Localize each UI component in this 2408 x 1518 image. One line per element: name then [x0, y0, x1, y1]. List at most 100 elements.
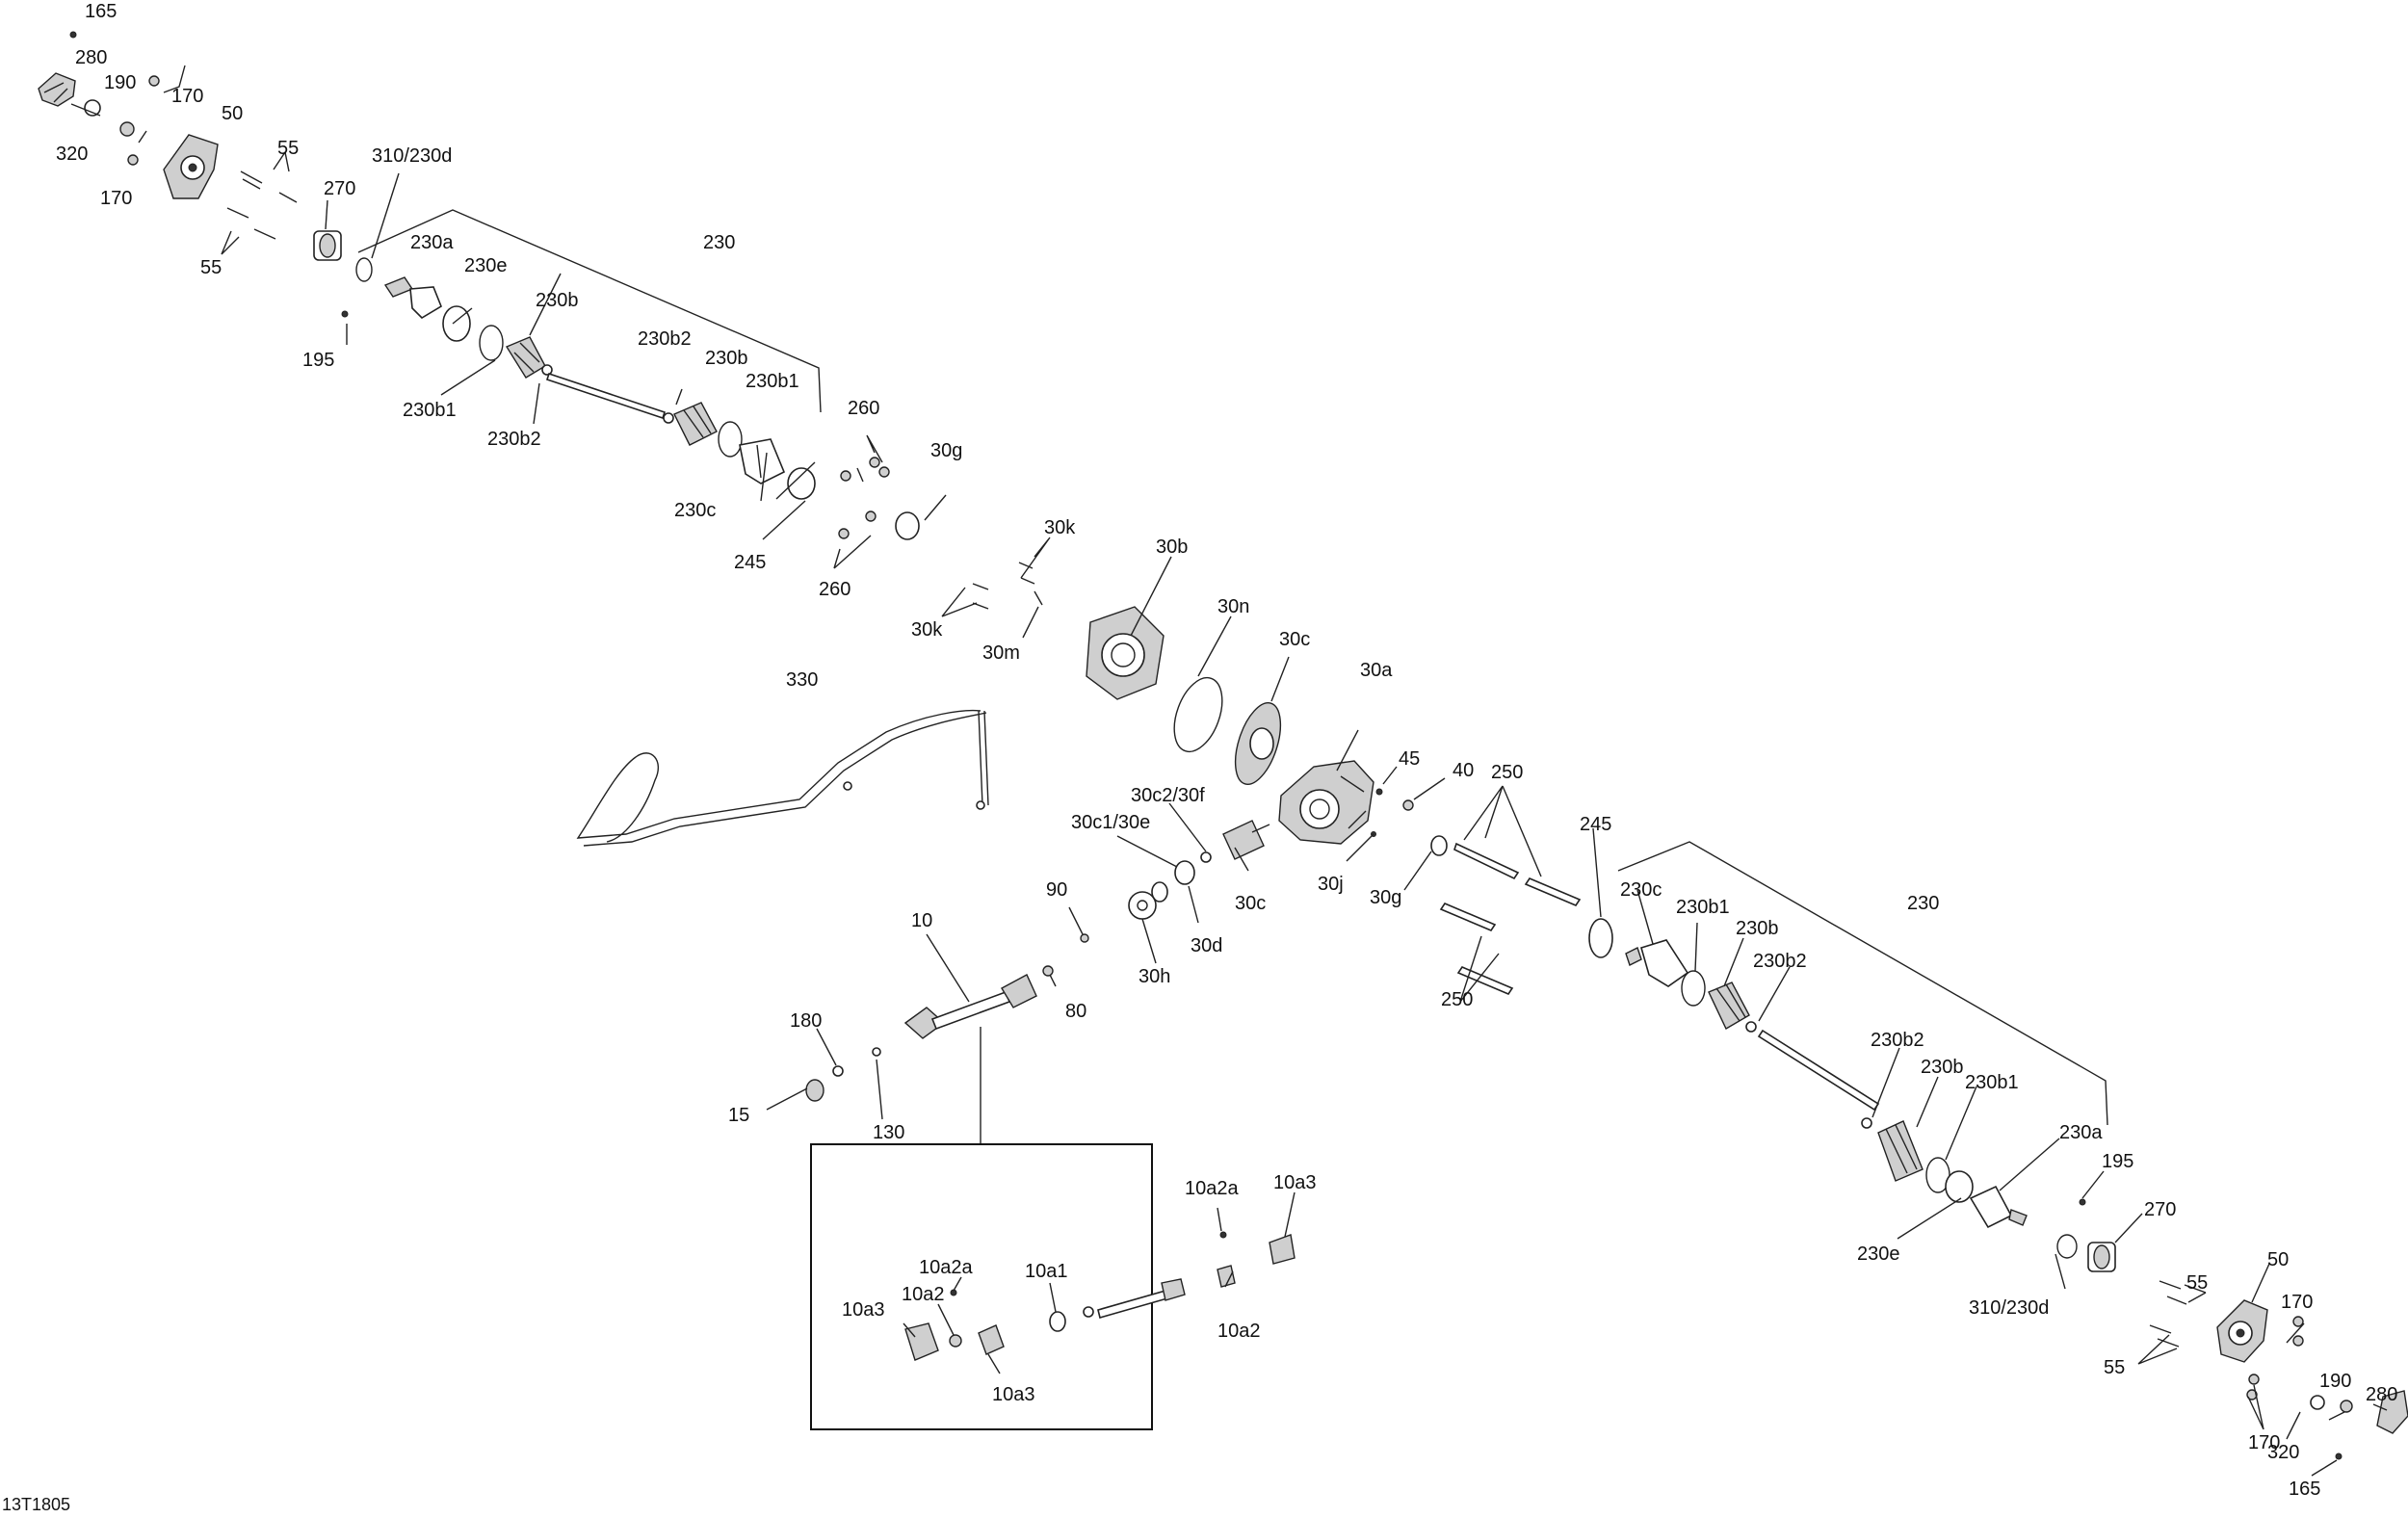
callout-170: 170	[100, 188, 132, 209]
callout-30k: 30k	[1044, 517, 1076, 538]
callout-250: 250	[1441, 989, 1473, 1010]
pinion-30c	[1222, 820, 1270, 860]
callout-230b1: 230b1	[403, 400, 457, 421]
callout-230b2: 230b2	[487, 429, 541, 450]
diagram-id: 13T1805	[2, 1495, 70, 1514]
inset-callout-10a2a: 10a2a	[919, 1257, 973, 1278]
callout-40: 40	[1453, 760, 1474, 781]
callout-30g: 30g	[1370, 887, 1401, 908]
callout-30c2-30f: 30c2/30f	[1131, 785, 1205, 806]
callout-270: 270	[2144, 1199, 2176, 1220]
callout-230b: 230b	[536, 290, 579, 311]
hub-cap-280-left	[38, 72, 76, 107]
prop-shaft-10	[805, 965, 1054, 1144]
callout-30c: 30c	[1235, 893, 1266, 914]
callout-260: 260	[848, 398, 879, 419]
wheel-hub-50-right	[2216, 1299, 2268, 1363]
callout-130: 130	[873, 1122, 904, 1143]
callout-10: 10	[911, 910, 932, 931]
callout-230a: 230a	[410, 232, 454, 253]
callout-280: 280	[75, 47, 107, 68]
bracket-230-left	[357, 209, 822, 413]
callout-230e: 230e	[1857, 1243, 1900, 1265]
callout-310-230d: 310/230d	[1969, 1297, 2049, 1319]
inset-callout-10a2a: 10a2a	[1185, 1178, 1239, 1199]
callout-30b: 30b	[1156, 537, 1188, 558]
callout-230c: 230c	[1620, 879, 1662, 901]
right-drive-shaft-230	[1588, 918, 2086, 1259]
callout-45: 45	[1399, 748, 1420, 770]
callout-195: 195	[2102, 1151, 2133, 1172]
inset-callout-10a2: 10a2	[902, 1284, 945, 1305]
callout-330: 330	[786, 669, 818, 691]
inset-callout-10a2: 10a2	[1217, 1321, 1261, 1342]
callout-30a: 30a	[1360, 660, 1393, 681]
callout-230b2: 230b2	[638, 328, 692, 350]
breather-hose-330	[576, 709, 989, 847]
callout-230a: 230a	[2059, 1122, 2103, 1143]
callout-190: 190	[2319, 1371, 2351, 1392]
callout-80: 80	[1065, 1001, 1086, 1022]
callout-270: 270	[324, 178, 355, 199]
callout-280: 280	[2366, 1384, 2397, 1405]
callout-30c1-30e: 30c1/30e	[1071, 812, 1150, 833]
callout-195: 195	[302, 350, 334, 371]
callout-230b: 230b	[1736, 918, 1779, 939]
callout-230b1: 230b1	[746, 371, 799, 392]
callout-170: 170	[2281, 1292, 2313, 1313]
callout-165: 165	[85, 1, 117, 22]
wheel-hub-50-left	[163, 134, 219, 199]
callout-15: 15	[728, 1105, 749, 1126]
callout-230b: 230b	[1921, 1057, 1964, 1078]
callout-50: 50	[2267, 1249, 2289, 1270]
inset-callout-10a3: 10a3	[992, 1384, 1035, 1405]
inset-callout-10a3: 10a3	[842, 1299, 885, 1321]
callout-260: 260	[819, 579, 851, 600]
callout-55: 55	[200, 257, 222, 278]
ring-gear-30c	[1234, 701, 1282, 786]
differential-cover-30b	[1086, 606, 1165, 700]
bracket-230-right	[1617, 841, 2108, 1126]
callout-90: 90	[1046, 879, 1067, 901]
hub-cap-280-right	[2376, 1390, 2408, 1434]
callout-180: 180	[790, 1010, 822, 1032]
callout-30d: 30d	[1191, 935, 1222, 956]
callout-30k: 30k	[911, 619, 943, 641]
callout-30m: 30m	[982, 642, 1020, 664]
callout-230e: 230e	[464, 255, 508, 276]
callout-30n: 30n	[1217, 596, 1249, 617]
housing-30a	[1278, 760, 1374, 845]
callout-320: 320	[56, 144, 88, 165]
callout-55: 55	[277, 138, 299, 159]
right-hub-group	[2087, 1242, 2408, 1460]
left-drive-shaft-230	[383, 276, 920, 540]
callout-310-230d: 310/230d	[372, 145, 452, 167]
callout-230b1: 230b1	[1676, 897, 1730, 918]
callout-30j: 30j	[1318, 874, 1344, 895]
callout-170: 170	[171, 86, 203, 107]
callout-55: 55	[2104, 1357, 2125, 1378]
callout-170: 170	[2248, 1432, 2280, 1453]
callout-30h: 30h	[1139, 966, 1170, 987]
bearing-270-right	[2087, 1242, 2116, 1272]
callout-55: 55	[2186, 1272, 2208, 1294]
callout-245: 245	[734, 552, 766, 573]
callout-190: 190	[104, 72, 136, 93]
callout-230c: 230c	[674, 500, 716, 521]
callout-30g: 30g	[930, 440, 962, 461]
callout-230b: 230b	[705, 348, 748, 369]
callout-230b2: 230b2	[1753, 951, 1807, 972]
left-hub-group	[38, 31, 373, 318]
callout-230b1: 230b1	[1965, 1072, 2019, 1093]
callout-165: 165	[2289, 1479, 2320, 1500]
callout-320: 320	[2267, 1442, 2299, 1463]
callout-230b2: 230b2	[1871, 1030, 1924, 1051]
o-ring-30n	[1173, 676, 1223, 753]
bearing-270-left	[313, 230, 342, 261]
callout-250: 250	[1491, 762, 1523, 783]
callout-50: 50	[222, 103, 243, 124]
differential-group	[972, 562, 1582, 995]
inset-callout-10a1: 10a1	[1025, 1261, 1068, 1282]
